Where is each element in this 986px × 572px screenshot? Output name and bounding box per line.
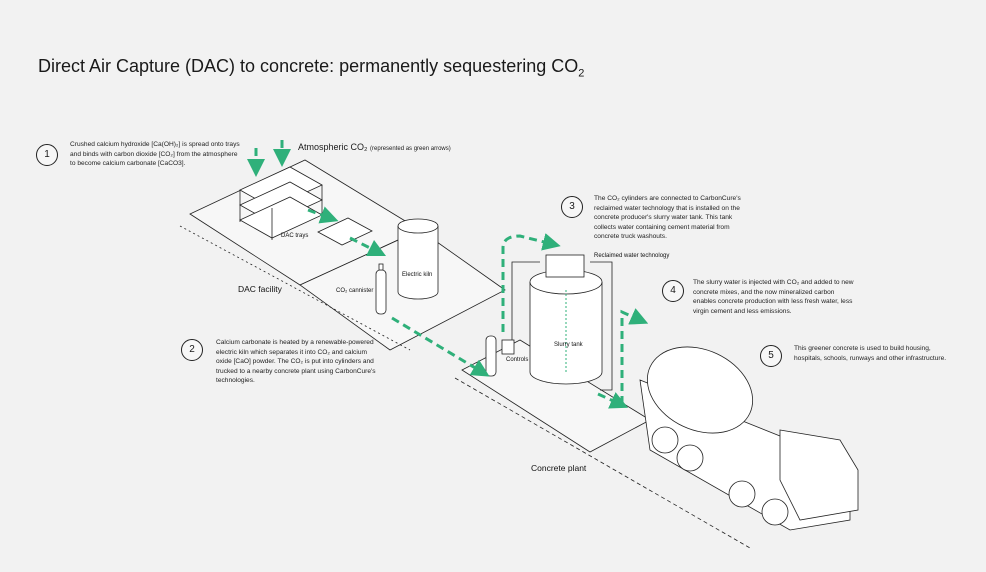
dac-facility-boundary [179,225,411,351]
step-text-2: Calcium carbonate is heated by a renewab… [216,339,376,385]
dac-facility-label: DAC facility [238,284,282,294]
step-text-1: Crushed calcium hydroxide [Ca(OH)₂] is s… [70,141,240,168]
electric-kiln-label: Electric kiln [402,272,433,278]
page-title: Direct Air Capture (DAC) to concrete: pe… [38,56,585,80]
dac-trays-label: DAC trays [281,233,309,239]
co2-flow-arrows [247,140,649,409]
concrete-truck-icon [639,346,859,531]
step-badge-1: 1 [36,144,58,166]
controls-label: Controls [506,357,529,363]
atmospheric-co2-label: Atmospheric CO₂ (represented as green ar… [298,142,451,152]
step-text-5: This greener concrete is used to build h… [794,345,947,362]
atmospheric-co2-text: Atmospheric CO₂ [298,142,368,152]
step-badge-4: 4 [662,280,684,302]
atmospheric-co2-note: (represented as green arrows) [370,146,451,152]
co2-cannister-icon [375,263,387,315]
title-subscript: 2 [578,67,585,80]
step-badge-3: 3 [561,196,583,218]
co2-cannister-label: CO₂ cannister [336,288,374,294]
slurry-tank-label: Slurry tank [554,342,583,348]
concrete-plant-boundary [454,377,751,549]
step-text-4: The slurry water is injected with CO₂ an… [693,279,854,315]
step-text-3: The CO₂ cylinders are connected to Carbo… [594,195,741,241]
concrete-plant-label: Concrete plant [531,463,587,473]
controls-icon [485,335,515,377]
step-badge-5: 5 [760,345,782,367]
electric-kiln-icon [397,218,439,300]
dac-facility-platform [189,159,506,351]
dac-trays-icon [239,166,373,246]
slurry-tank-icon [511,254,613,391]
reclaimed-water-label: Reclaimed water technology [594,253,670,259]
step-badge-2: 2 [181,339,203,361]
